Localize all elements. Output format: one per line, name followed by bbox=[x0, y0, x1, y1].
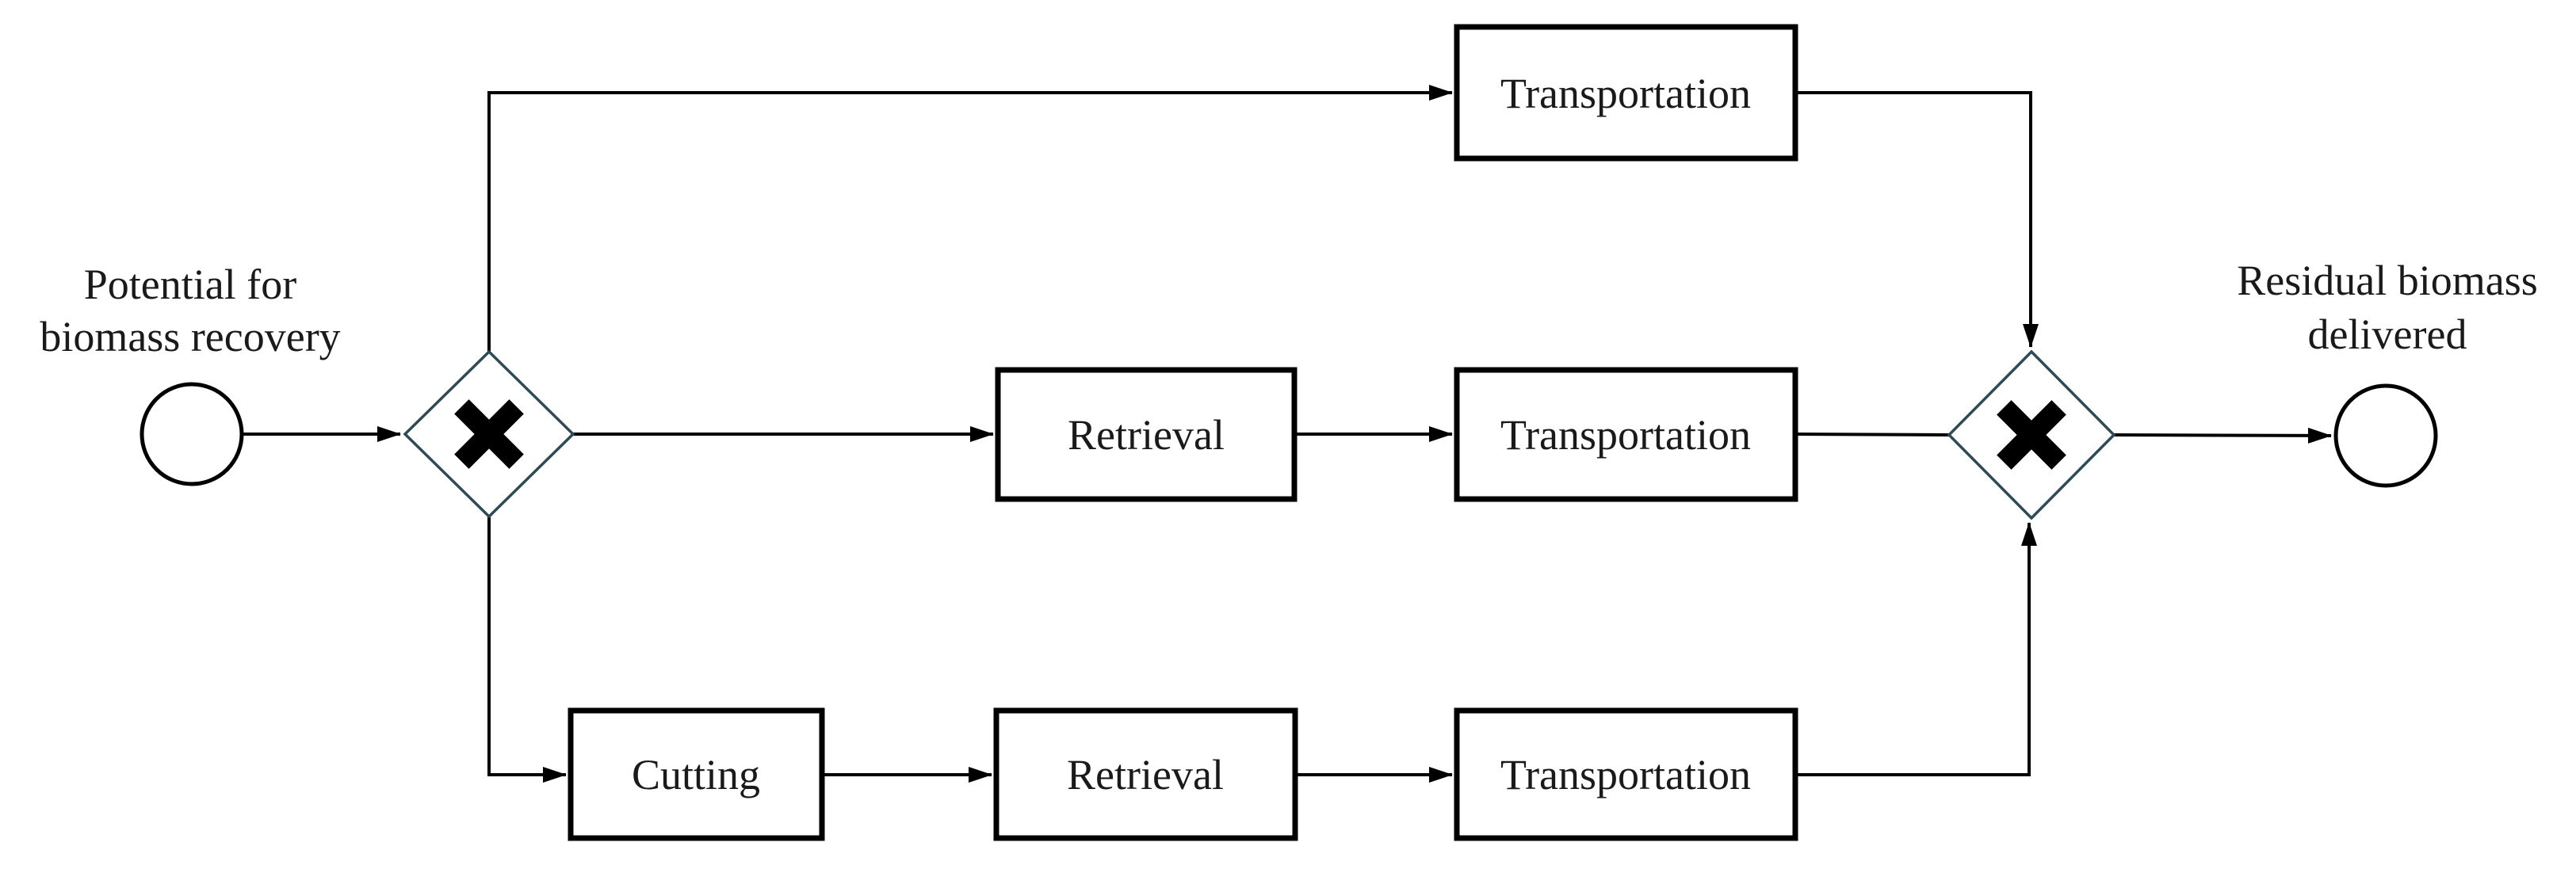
start-event-label-line2: biomass recovery bbox=[40, 313, 340, 360]
flow-transportation-middle-to-join bbox=[1794, 433, 1950, 436]
end-event-label-line2: delivered bbox=[2308, 311, 2467, 358]
start-event-label-line1: Potential for bbox=[84, 261, 296, 308]
task-retrieval-bottom-label: Retrieval bbox=[1067, 751, 1224, 798]
end-event-circle bbox=[2333, 383, 2438, 488]
end-event-label-line1: Residual biomass bbox=[2237, 257, 2537, 304]
join-gateway-x-icon bbox=[1997, 400, 2066, 470]
split-gateway-x-icon bbox=[454, 399, 524, 469]
flow-join-to-end bbox=[2113, 427, 2332, 444]
flow-split-to-cutting bbox=[487, 516, 567, 783]
task-cutting-label: Cutting bbox=[632, 751, 760, 798]
start-event-circle bbox=[140, 382, 244, 486]
task-transportation-top-label: Transportation bbox=[1500, 70, 1751, 117]
task-transportation-bottom bbox=[1454, 707, 1798, 841]
task-cutting bbox=[568, 707, 825, 841]
flow-transportation-bottom-to-join bbox=[1795, 522, 2037, 776]
task-transportation-top bbox=[1454, 24, 1798, 162]
task-retrieval-middle bbox=[995, 367, 1298, 502]
flow-transportation-top-to-join bbox=[1795, 91, 2039, 348]
task-retrieval-bottom bbox=[993, 707, 1298, 841]
task-transportation-bottom-label: Transportation bbox=[1500, 751, 1751, 798]
task-transportation-middle-label: Transportation bbox=[1500, 411, 1751, 459]
task-retrieval-middle-label: Retrieval bbox=[1068, 411, 1225, 459]
task-transportation-middle bbox=[1454, 367, 1798, 502]
flow-split-to-transportation-top bbox=[487, 85, 1453, 352]
